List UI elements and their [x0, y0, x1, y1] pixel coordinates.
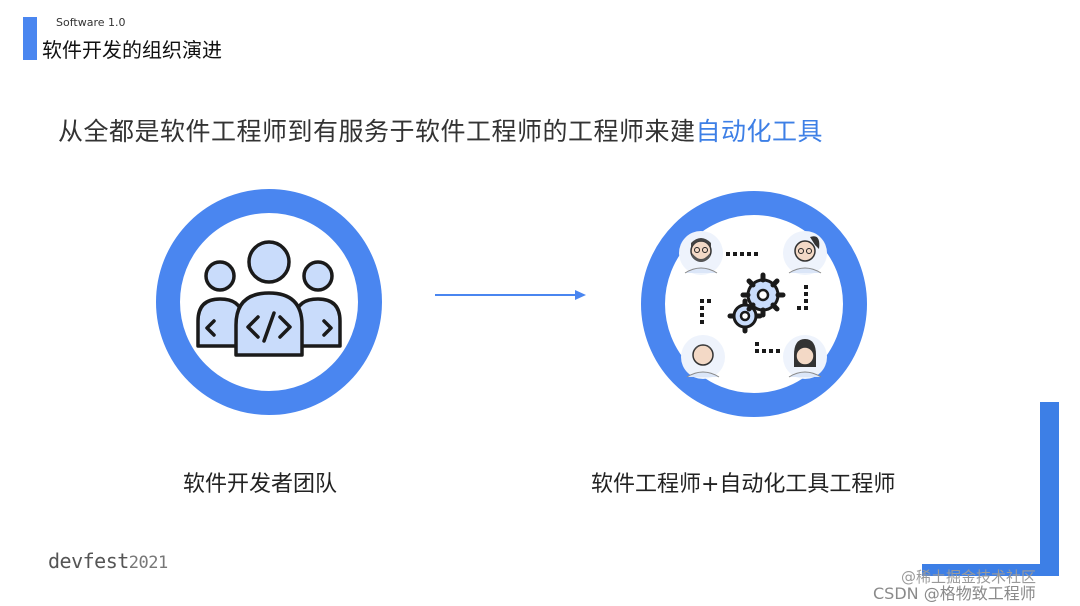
automation-team-circle: [641, 191, 867, 417]
transition-arrow: [435, 290, 586, 300]
watermark-juejin: @稀土掘金技术社区: [901, 568, 1037, 586]
corner-horizontal-bar: [922, 564, 1059, 576]
devfest-logo: devfest2021: [48, 549, 168, 573]
headline: 从全都是软件工程师到有服务于软件工程师的工程师来建自动化工具: [58, 112, 823, 148]
engineers-gears-network-icon: [679, 231, 827, 379]
developer-team-label: 软件开发者团队: [183, 472, 338, 497]
corner-vertical-bar: [1040, 402, 1059, 576]
headline-text: 从全都是软件工程师到有服务于软件工程师的工程师来建: [58, 117, 696, 146]
developer-team-code-icon: [196, 240, 342, 357]
developer-team-circle: [156, 189, 382, 415]
title-accent-bar: [23, 17, 37, 60]
headline-highlight: 自动化工具: [695, 117, 824, 146]
slide-subtitle: Software 1.0: [56, 16, 126, 29]
automation-team-label: 软件工程师+自动化工具工程师: [591, 472, 896, 497]
corner-decoration: [922, 402, 1059, 576]
logo-text: devfest: [48, 549, 129, 573]
watermark-csdn: CSDN @格物致工程师: [873, 584, 1036, 603]
slide-title: 软件开发的组织演进: [42, 38, 222, 62]
logo-year: 2021: [128, 553, 168, 573]
